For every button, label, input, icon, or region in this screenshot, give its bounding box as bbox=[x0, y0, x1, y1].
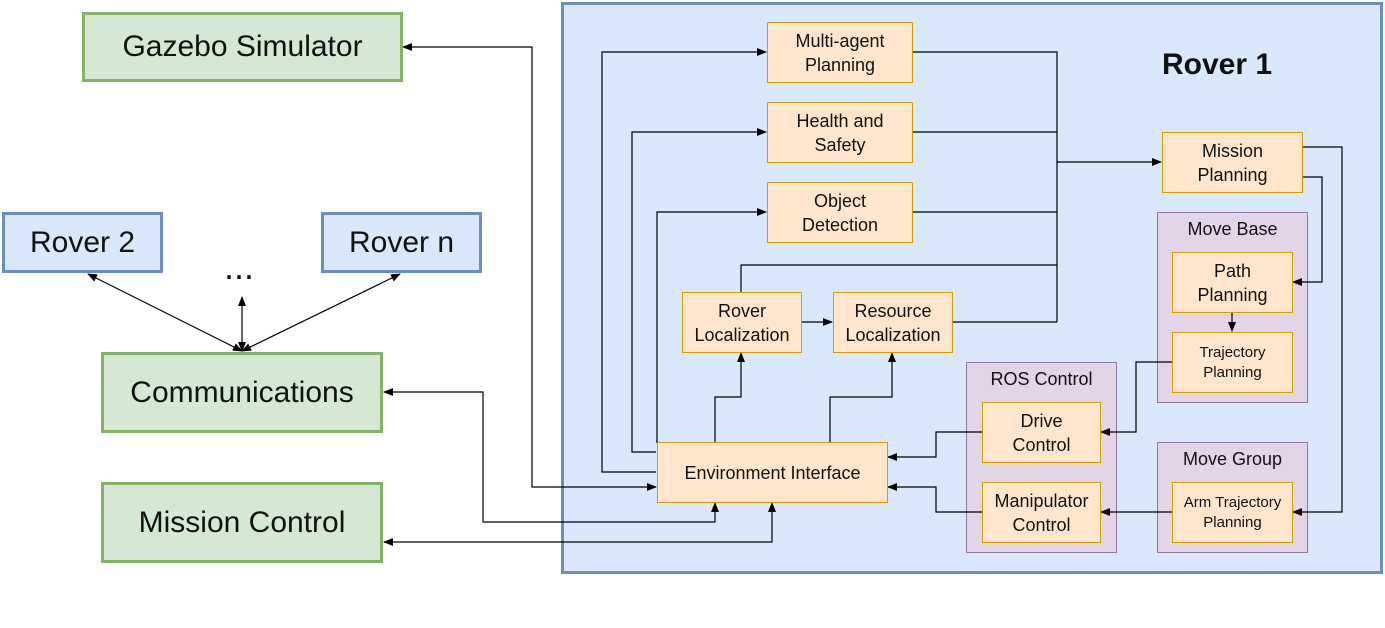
drive-control-node: Drive Control bbox=[982, 402, 1101, 463]
edge-rover-loc-bus bbox=[740, 264, 1057, 292]
gazebo-simulator-node: Gazebo Simulator bbox=[82, 12, 403, 82]
edge-env-rover-loc bbox=[714, 352, 745, 442]
edge-multi-agent-bus bbox=[912, 51, 1058, 322]
communications-node: Communications bbox=[101, 352, 383, 433]
health-and-safety-node: Health and Safety bbox=[767, 102, 913, 163]
edge-drive-env bbox=[887, 431, 982, 461]
mission-control-node: Mission Control bbox=[101, 482, 383, 563]
environment-interface-node: Environment Interface bbox=[657, 442, 888, 503]
edge-env-resource-loc bbox=[829, 352, 896, 442]
manipulator-control-node: Manipulator Control bbox=[982, 482, 1101, 543]
edge-env-health bbox=[631, 128, 767, 453]
move-base-title: Move Base bbox=[1187, 219, 1278, 239]
mission-planning-node: Mission Planning bbox=[1162, 132, 1303, 193]
rover-n-node: Rover n bbox=[321, 212, 482, 273]
more-rovers-ellipsis: ... bbox=[224, 246, 255, 287]
ros-control-title: ROS Control bbox=[990, 369, 1093, 389]
edge-env-object bbox=[656, 208, 767, 443]
trajectory-planning-node: Trajectory Planning bbox=[1172, 332, 1293, 393]
edge-manipulator-env bbox=[887, 483, 982, 513]
edge-trajectory-drive bbox=[1100, 361, 1172, 436]
path-planning-node: Path Planning bbox=[1172, 252, 1293, 313]
object-detection-node: Object Detection bbox=[767, 182, 913, 243]
edge-mission-arm bbox=[1292, 146, 1343, 516]
rover-localization-node: Rover Localization bbox=[682, 292, 802, 353]
edge-rovern-comms bbox=[241, 273, 401, 352]
edge-mission-control-env bbox=[383, 502, 776, 546]
multi-agent-planning-node: Multi-agent Planning bbox=[767, 22, 913, 83]
edge-env-multi-agent bbox=[601, 48, 767, 473]
rover-2-node: Rover 2 bbox=[2, 212, 163, 273]
resource-localization-node: Resource Localization bbox=[833, 292, 953, 353]
move-group-title: Move Group bbox=[1182, 449, 1283, 469]
edge-rover2-comms bbox=[87, 273, 243, 352]
rover-1-title: Rover 1 bbox=[1162, 48, 1273, 81]
arm-trajectory-planning-node: Arm Trajectory Planning bbox=[1172, 482, 1293, 543]
edge-mission-path bbox=[1292, 176, 1323, 286]
